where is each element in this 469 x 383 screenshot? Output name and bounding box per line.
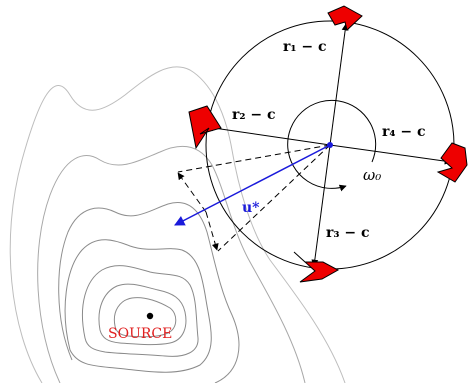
label-r4: r₄ − c bbox=[382, 124, 426, 140]
contour-line-3 bbox=[58, 202, 240, 383]
vector-labels: r₁ − c r₂ − c r₃ − c r₄ − c u* ω₀ bbox=[232, 39, 426, 241]
robot-1-icon bbox=[327, 5, 363, 31]
contour-field bbox=[9, 66, 346, 383]
dashed-line-upper bbox=[177, 144, 331, 173]
dashed-arrow-down bbox=[205, 211, 219, 251]
source-label: SOURCE bbox=[108, 326, 172, 342]
contour-line-6 bbox=[98, 283, 187, 346]
contour-line-2 bbox=[37, 145, 306, 383]
source-point bbox=[146, 312, 154, 320]
contour-line-outer bbox=[9, 66, 346, 383]
u-star-vector bbox=[174, 144, 331, 226]
robot-3-icon bbox=[293, 251, 340, 283]
robots bbox=[188, 5, 468, 283]
contour-line-5 bbox=[81, 265, 199, 357]
dashed-construction bbox=[177, 144, 331, 252]
vector-r3 bbox=[311, 144, 331, 267]
label-r1: r₁ − c bbox=[283, 39, 327, 55]
label-r3: r₃ − c bbox=[326, 225, 370, 241]
contour-line-7 bbox=[113, 297, 177, 338]
label-omega: ω₀ bbox=[363, 166, 381, 184]
source-marker: SOURCE bbox=[108, 312, 172, 342]
formation-center bbox=[327, 142, 333, 148]
vector-r4 bbox=[329, 144, 452, 165]
dashed-arrow-left bbox=[177, 172, 207, 213]
robot-2-icon bbox=[188, 105, 222, 150]
robot-4-icon bbox=[436, 142, 468, 183]
dashed-line-lower bbox=[217, 144, 331, 252]
contour-line-4 bbox=[64, 239, 212, 373]
omega-rotation-arc bbox=[287, 99, 377, 192]
label-r2: r₂ − c bbox=[232, 107, 276, 123]
vector-r1 bbox=[329, 23, 349, 146]
position-vectors bbox=[206, 23, 452, 267]
label-u-star: u* bbox=[242, 200, 260, 216]
vector-r2 bbox=[206, 124, 331, 146]
